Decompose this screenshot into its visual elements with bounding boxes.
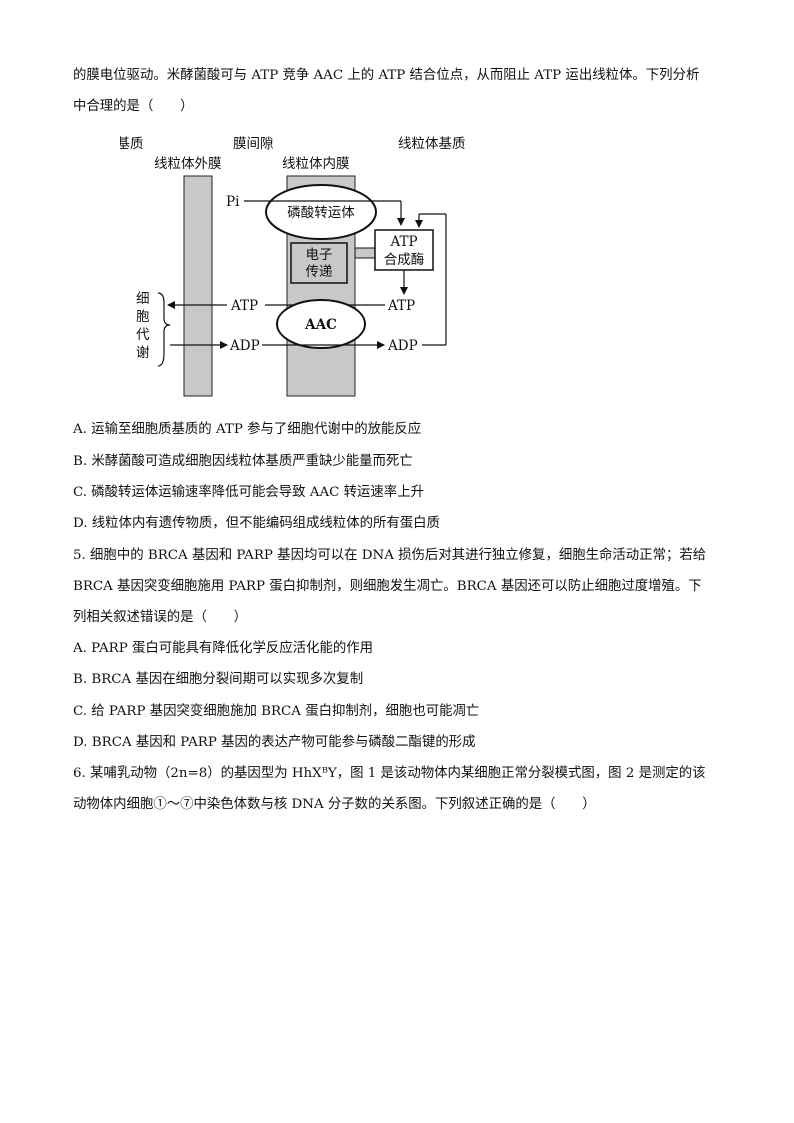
label-atp-synthase-2: 合成酶: [384, 252, 425, 268]
q5-stem-line-1: 5. 细胞中的 BRCA 基因和 PARP 基因均可以在 DNA 损伤后对其进行…: [73, 548, 707, 563]
label-metabolism-4: 谢: [136, 345, 150, 361]
label-adp-right: ADP: [387, 338, 418, 354]
q5-stem-line-2: BRCA 基因突变细胞施用 PARP 蛋白抑制剂，则细胞发生凋亡。BRCA 基因…: [73, 579, 702, 594]
q4-option-c: C. 磷酸转运体运输速率降低可能会导致 AAC 转运速率上升: [73, 485, 424, 500]
label-metabolism-2: 胞: [136, 309, 150, 325]
label-metabolism-1: 细: [136, 291, 150, 307]
electron-transport-box: [290, 242, 348, 284]
label-electron-2: 传递: [306, 264, 333, 280]
label-inner-membrane: 线粒体内膜: [282, 156, 350, 172]
label-adp-left: ADP: [229, 338, 260, 354]
q6-stem-line-2: 动物体内细胞①～⑦中染色体数与核 DNA 分子数的关系图。下列叙述正确的是（ ）: [73, 797, 596, 812]
intro-line-1: 的膜电位驱动。米酵菌酸可与 ATP 竞争 AAC 上的 ATP 结合位点，从而阻…: [73, 68, 700, 83]
label-aac: AAC: [304, 317, 337, 333]
metabolism-brace: [157, 292, 171, 367]
q4-option-a: A. 运输至细胞质基质的 ATP 参与了细胞代谢中的放能反应: [73, 422, 422, 437]
label-pi: Pi: [226, 194, 240, 210]
aac-transporter: [276, 299, 366, 349]
q5-option-c: C. 给 PARP 基因突变细胞施加 BRCA 蛋白抑制剂，细胞也可能凋亡: [73, 704, 480, 719]
label-metabolism-3: 代: [136, 327, 150, 343]
q5-option-d: D. BRCA 基因和 PARP 基因的表达产物可能参与磷酸二酯键的形成: [73, 735, 476, 750]
label-atp-right: ATP: [387, 298, 415, 314]
label-atp-synthase-1: ATP: [389, 234, 417, 250]
synthase-connector: [354, 247, 376, 259]
mitochondria-diagram: 细胞质基质 膜间隙 线粒体基质 线粒体外膜 线粒体内膜 磷酸转运体 Pi 电子 …: [120, 135, 466, 397]
q5-option-b: B. BRCA 基因在细胞分裂间期可以实现多次复制: [73, 672, 364, 687]
phosphate-transporter: [265, 184, 377, 240]
label-atp-left: ATP: [230, 298, 258, 314]
q4-option-d: D. 线粒体内有遗传物质，但不能编码组成线粒体的所有蛋白质: [73, 516, 440, 531]
label-outer-membrane: 线粒体外膜: [154, 156, 222, 172]
outer-membrane: [183, 175, 213, 397]
q5-option-a: A. PARP 蛋白可能具有降低化学反应活化能的作用: [73, 641, 374, 656]
intro-line-2: 中合理的是（ ）: [73, 99, 194, 114]
q6-stem-line-1: 6. 某哺乳动物（2n=8）的基因型为 HhXᴮY，图 1 是该动物体内某细胞正…: [73, 766, 706, 781]
q5-stem-line-3: 列相关叙述错误的是（ ）: [73, 610, 248, 625]
label-cytoplasm-matrix: 细胞质基质: [120, 135, 144, 152]
label-mito-matrix: 线粒体基质: [398, 135, 466, 152]
label-intermembrane: 膜间隙: [233, 136, 274, 152]
q4-option-b: B. 米酵菌酸可造成细胞因线粒体基质严重缺少能量而死亡: [73, 454, 413, 469]
atp-synthase-box: [374, 229, 434, 271]
label-electron-1: 电子: [306, 247, 333, 263]
label-phosphate-transporter: 磷酸转运体: [287, 205, 355, 221]
